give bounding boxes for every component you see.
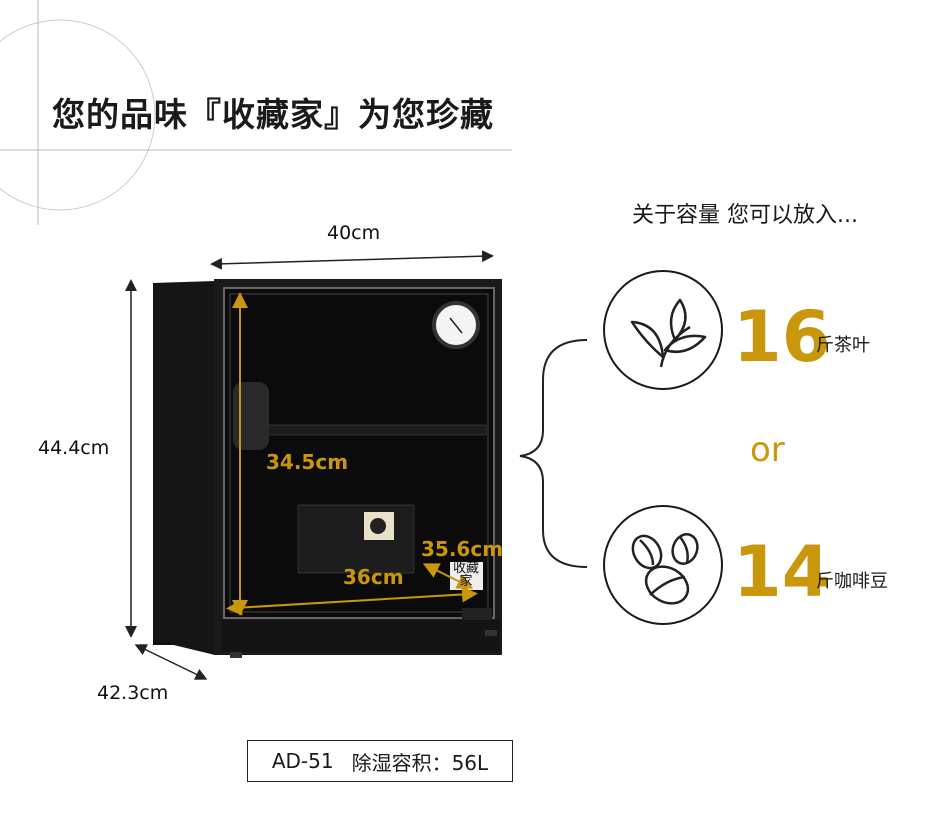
height-label: 44.4cm <box>38 437 110 459</box>
inner-height-label: 34.5cm <box>266 450 349 474</box>
dimension-arrows <box>125 250 502 680</box>
brace <box>519 339 588 568</box>
width-label: 40cm <box>327 222 381 244</box>
depth-label: 42.3cm <box>97 682 169 704</box>
capacity-heading: 关于容量 您可以放入... <box>632 203 858 228</box>
or-label: or <box>750 430 785 470</box>
coffee-unit: 斤咖啡豆 <box>816 571 888 592</box>
tea-leaf-icon <box>603 270 723 390</box>
tea-unit: 斤茶叶 <box>816 335 870 356</box>
brand-label: 收藏家 <box>452 561 479 589</box>
model-capacity: 除湿容积：56L <box>351 750 489 775</box>
coffee-count: 14 <box>733 531 831 613</box>
model-name: AD-51 <box>271 749 334 773</box>
decorative-lines <box>0 0 512 225</box>
coffee-bean-icon <box>603 505 723 625</box>
tea-count: 16 <box>733 296 831 378</box>
page-title: 您的品味『收藏家』为您珍藏 <box>52 95 494 134</box>
inner-depth-label: 35.6cm <box>421 537 504 561</box>
inner-width-label: 36cm <box>343 565 404 589</box>
model-box: AD-51 除湿容积：56L <box>247 740 513 782</box>
